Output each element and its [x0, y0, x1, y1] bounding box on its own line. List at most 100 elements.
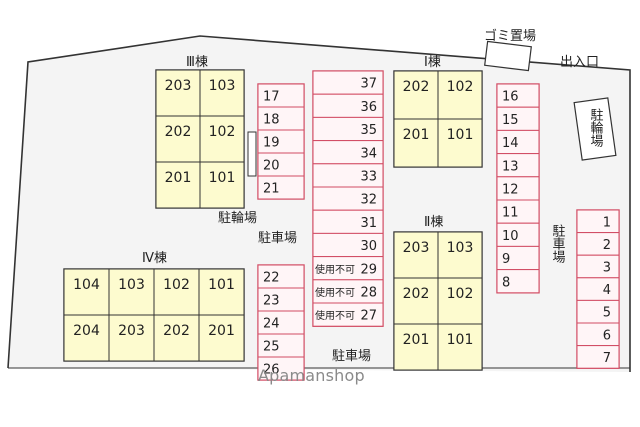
- unit-cell: [437, 323, 483, 371]
- parking-space: [312, 302, 384, 327]
- parking-space-number: 9: [502, 252, 510, 267]
- parking-space-note: 使用不可: [315, 263, 355, 276]
- watermark: Apamanshop: [258, 366, 365, 385]
- unit-cell: [393, 118, 439, 168]
- bicycle-area-right: [573, 97, 617, 161]
- bicycle-rack-left: [247, 131, 257, 177]
- parking-space-number: 35: [360, 123, 377, 138]
- unit-number: 203: [165, 78, 192, 94]
- parking-space-number: 10: [502, 229, 519, 244]
- parking-space-number: 7: [603, 351, 611, 366]
- unit-cell: [155, 69, 201, 117]
- bicycle-label-right: 駐輪場: [588, 108, 604, 147]
- unit-number: 102: [447, 79, 474, 95]
- parking-space: [496, 269, 540, 294]
- parking-space: [576, 345, 620, 369]
- parking-space: [576, 299, 620, 324]
- building-label-1: Ⅰ棟: [424, 55, 441, 70]
- unit-number: 201: [403, 127, 430, 143]
- building-label-2: Ⅱ棟: [424, 215, 443, 230]
- parking-space-number: 19: [263, 136, 280, 151]
- parking-space-number: 12: [502, 183, 519, 198]
- parking-space-number: 28: [360, 286, 377, 301]
- parking-space: [257, 356, 305, 381]
- parking-space-number: 4: [603, 283, 611, 298]
- parking-space-number: 21: [263, 182, 280, 197]
- unit-number: 103: [447, 240, 474, 256]
- unit-number: 104: [73, 277, 100, 293]
- parking-space-number: 36: [360, 100, 377, 115]
- parking-space-number: 17: [263, 90, 280, 105]
- unit-cell: [153, 314, 200, 362]
- parking-space: [576, 254, 620, 279]
- parking-space-number: 31: [360, 216, 377, 231]
- parking-space-number: 23: [263, 294, 280, 309]
- parking-space: [576, 232, 620, 256]
- unit-cell: [198, 314, 245, 362]
- unit-number: 102: [209, 124, 236, 140]
- parking-space-number: 24: [263, 317, 280, 332]
- unit-number: 103: [118, 277, 145, 293]
- parking-space-number: 33: [360, 170, 377, 185]
- parking-space-number: 5: [603, 306, 611, 321]
- parking-space: [257, 175, 305, 200]
- parking-space-note: 使用不可: [315, 286, 355, 299]
- unit-cell: [437, 118, 483, 168]
- parking-space-number: 30: [360, 239, 377, 254]
- parking-space-number: 26: [263, 363, 280, 378]
- bicycle-label-left: 駐輪場: [218, 210, 257, 226]
- unit-cell: [393, 231, 439, 279]
- building-label-3: Ⅲ棟: [186, 55, 208, 70]
- unit-number: 202: [403, 286, 430, 302]
- unit-number: 203: [403, 240, 430, 256]
- unit-cell: [393, 277, 439, 325]
- unit-number: 203: [118, 323, 145, 339]
- parking-space-number: 1: [603, 215, 611, 230]
- parking-space-number: 3: [603, 260, 611, 275]
- unit-number: 101: [447, 332, 474, 348]
- parking-space-number: 16: [502, 90, 519, 105]
- unit-number: 201: [165, 170, 192, 186]
- unit-cell: [437, 70, 483, 120]
- parking-space: [576, 209, 620, 234]
- unit-cell: [198, 268, 245, 316]
- parking-label-bottom: 駐車場: [332, 349, 371, 364]
- entrance-label: 出入口: [560, 55, 599, 70]
- unit-number: 202: [165, 124, 192, 140]
- unit-cell: [63, 314, 110, 362]
- parking-space-number: 27: [360, 309, 377, 324]
- parking-space-number: 11: [502, 206, 519, 221]
- unit-cell: [108, 268, 155, 316]
- unit-number: 101: [208, 277, 235, 293]
- parking-label-left: 駐車場: [258, 231, 297, 246]
- parking-space-number: 32: [360, 193, 377, 208]
- unit-number: 202: [163, 323, 190, 339]
- parking-space-number: 20: [263, 159, 280, 174]
- parking-space-number: 22: [263, 271, 280, 286]
- parking-space-number: 2: [603, 238, 611, 253]
- parking-space-number: 13: [502, 159, 519, 174]
- unit-number: 103: [209, 78, 236, 94]
- parking-space-number: 8: [502, 275, 510, 290]
- unit-number: 204: [73, 323, 100, 339]
- garbage-label: ゴミ置場: [484, 28, 536, 44]
- unit-cell: [155, 115, 201, 163]
- parking-space-note: 使用不可: [315, 309, 355, 322]
- unit-cell: [437, 231, 483, 279]
- parking-space-number: 14: [502, 136, 519, 151]
- unit-cell: [108, 314, 155, 362]
- unit-cell: [155, 161, 201, 209]
- unit-cell: [393, 70, 439, 120]
- parking-space-number: 6: [603, 328, 611, 343]
- parking-label-right: 駐車場: [550, 224, 566, 263]
- parking-space-number: 25: [263, 340, 280, 355]
- parking-space: [576, 277, 620, 301]
- unit-number: 201: [403, 332, 430, 348]
- parking-space-number: 34: [360, 146, 377, 161]
- parking-space-number: 29: [360, 262, 377, 277]
- building-label-4: Ⅳ棟: [142, 251, 167, 266]
- unit-number: 201: [208, 323, 235, 339]
- unit-cell: [437, 277, 483, 325]
